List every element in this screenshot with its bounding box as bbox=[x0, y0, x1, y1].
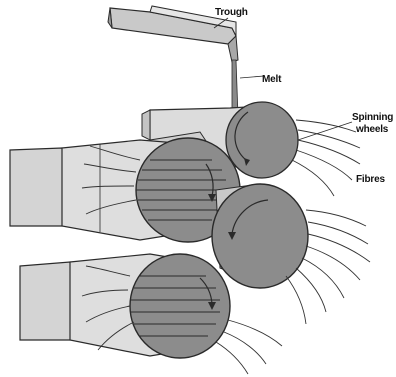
spinning-wheel-mid-left bbox=[10, 138, 240, 242]
spinning-wheel-bottom-left bbox=[20, 254, 230, 358]
label-melt: Melt bbox=[262, 74, 282, 85]
spinning-wheel-mid-right bbox=[212, 184, 308, 288]
label-fibres: Fibres bbox=[356, 174, 385, 185]
label-trough: Trough bbox=[215, 7, 248, 18]
label-spinning-wheels-line1: Spinning bbox=[352, 112, 393, 123]
label-spinning-wheels-line2: wheels bbox=[355, 124, 389, 135]
